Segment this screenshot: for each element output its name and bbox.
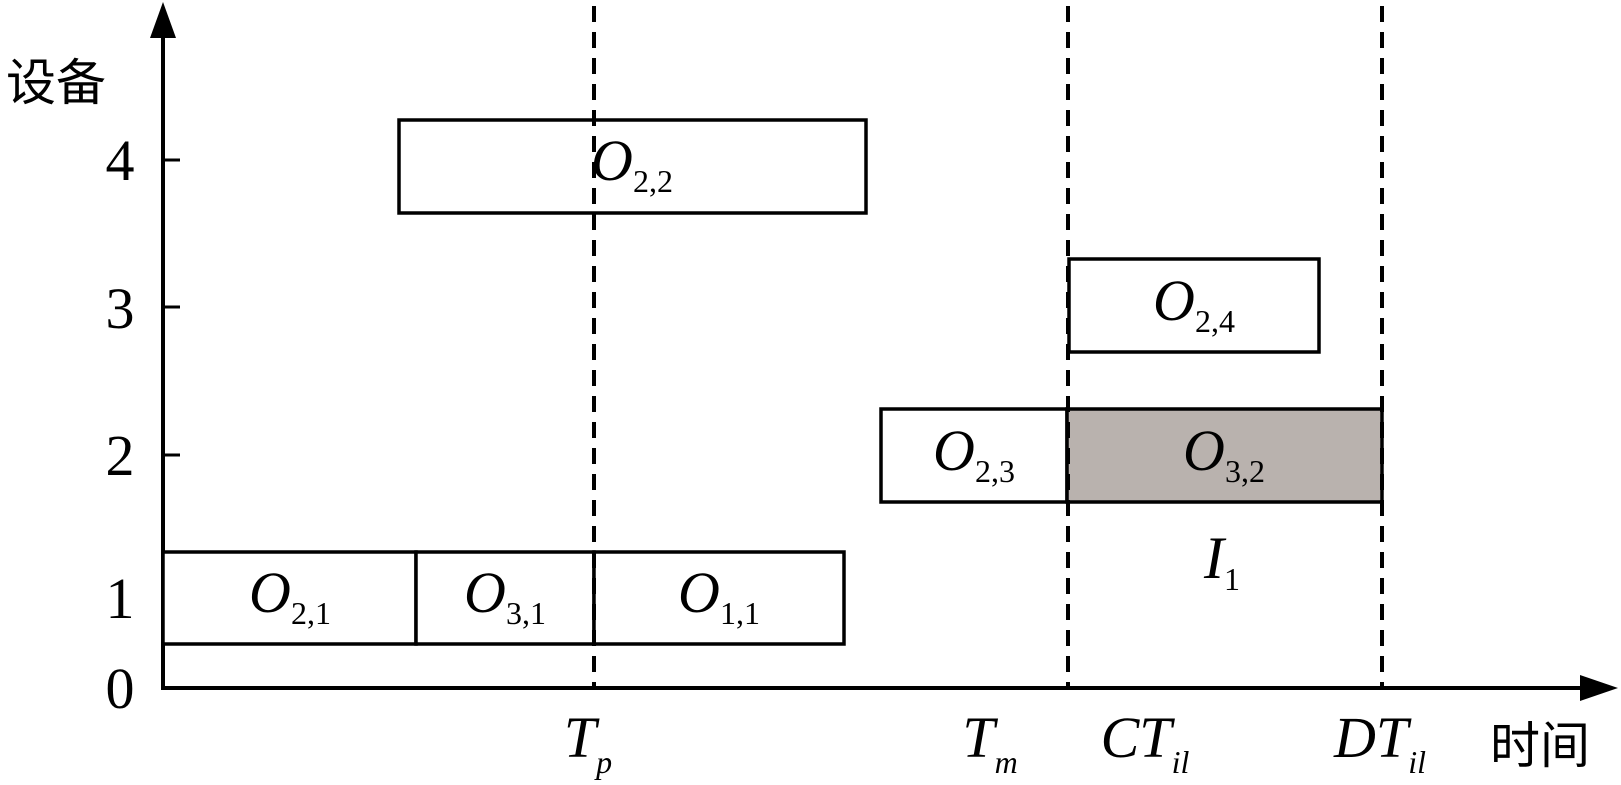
op-label-O23: O2,3 (933, 418, 1015, 489)
idle-annotation: I1 (1203, 525, 1240, 597)
y-tick-label-0: 0 (106, 656, 135, 721)
marker-label-DTil: DTil (1333, 705, 1426, 780)
marker-label-DTil-sub: il (1408, 744, 1426, 780)
op-label-O11-main: O (678, 560, 720, 625)
op-label-O23-main: O (933, 418, 975, 483)
op-label-O21-main: O (249, 560, 291, 625)
y-tick-label-2: 2 (106, 423, 135, 488)
y-tick-label-1: 1 (106, 566, 135, 631)
y-axis-label: 设备 (6, 54, 106, 112)
x-axis-arrow (1580, 675, 1618, 701)
op-label-O31: O3,1 (464, 560, 546, 631)
x-axis-label: 时间 (1490, 717, 1590, 775)
idle-annotation-sub: 1 (1224, 561, 1240, 597)
op-label-O21: O2,1 (249, 560, 331, 631)
marker-label-DTil-main: DT (1333, 705, 1412, 770)
op-box-O32 (1065, 407, 1384, 504)
op-label-O24-sub: 2,4 (1195, 303, 1235, 339)
op-label-O23-sub: 2,3 (975, 453, 1015, 489)
marker-label-Tp-main: T (564, 705, 600, 770)
op-label-O32-sub: 3,2 (1225, 453, 1265, 489)
op-label-O22-main: O (591, 128, 633, 193)
op-box-O21 (161, 550, 418, 646)
y-tick-label-3: 3 (106, 276, 135, 341)
op-label-O31-sub: 3,1 (506, 595, 546, 631)
op-label-O22: O2,2 (591, 128, 673, 199)
op-label-O22-sub: 2,2 (633, 163, 673, 199)
op-box-O24 (1067, 257, 1321, 354)
op-label-O11: O1,1 (678, 560, 760, 631)
marker-label-Tp-sub: p (594, 744, 612, 780)
op-label-O24-main: O (1153, 268, 1195, 333)
op-label-O21-sub: 2,1 (291, 595, 331, 631)
marker-label-Tp: Tp (564, 705, 612, 780)
y-axis-arrow (150, 2, 176, 38)
marker-label-Tm-sub: m (995, 744, 1018, 780)
marker-label-CTil-sub: il (1172, 744, 1190, 780)
marker-label-Tm: Tm (962, 705, 1017, 780)
op-label-O32-main: O (1183, 418, 1225, 483)
operation-boxes (161, 118, 1384, 646)
marker-label-Tm-main: T (962, 705, 998, 770)
idle-annotation-main: I (1203, 525, 1227, 591)
op-label-O32: O3,2 (1183, 418, 1265, 489)
marker-label-CTil: CTil (1101, 705, 1190, 780)
op-box-O22 (397, 118, 868, 215)
op-label-O11-sub: 1,1 (720, 595, 760, 631)
op-label-O31-main: O (464, 560, 506, 625)
marker-label-CTil-main: CT (1101, 705, 1176, 770)
op-box-O23 (879, 407, 1069, 504)
op-label-O24: O2,4 (1153, 268, 1235, 339)
y-tick-label-4: 4 (106, 128, 135, 193)
op-box-O11 (592, 550, 846, 646)
